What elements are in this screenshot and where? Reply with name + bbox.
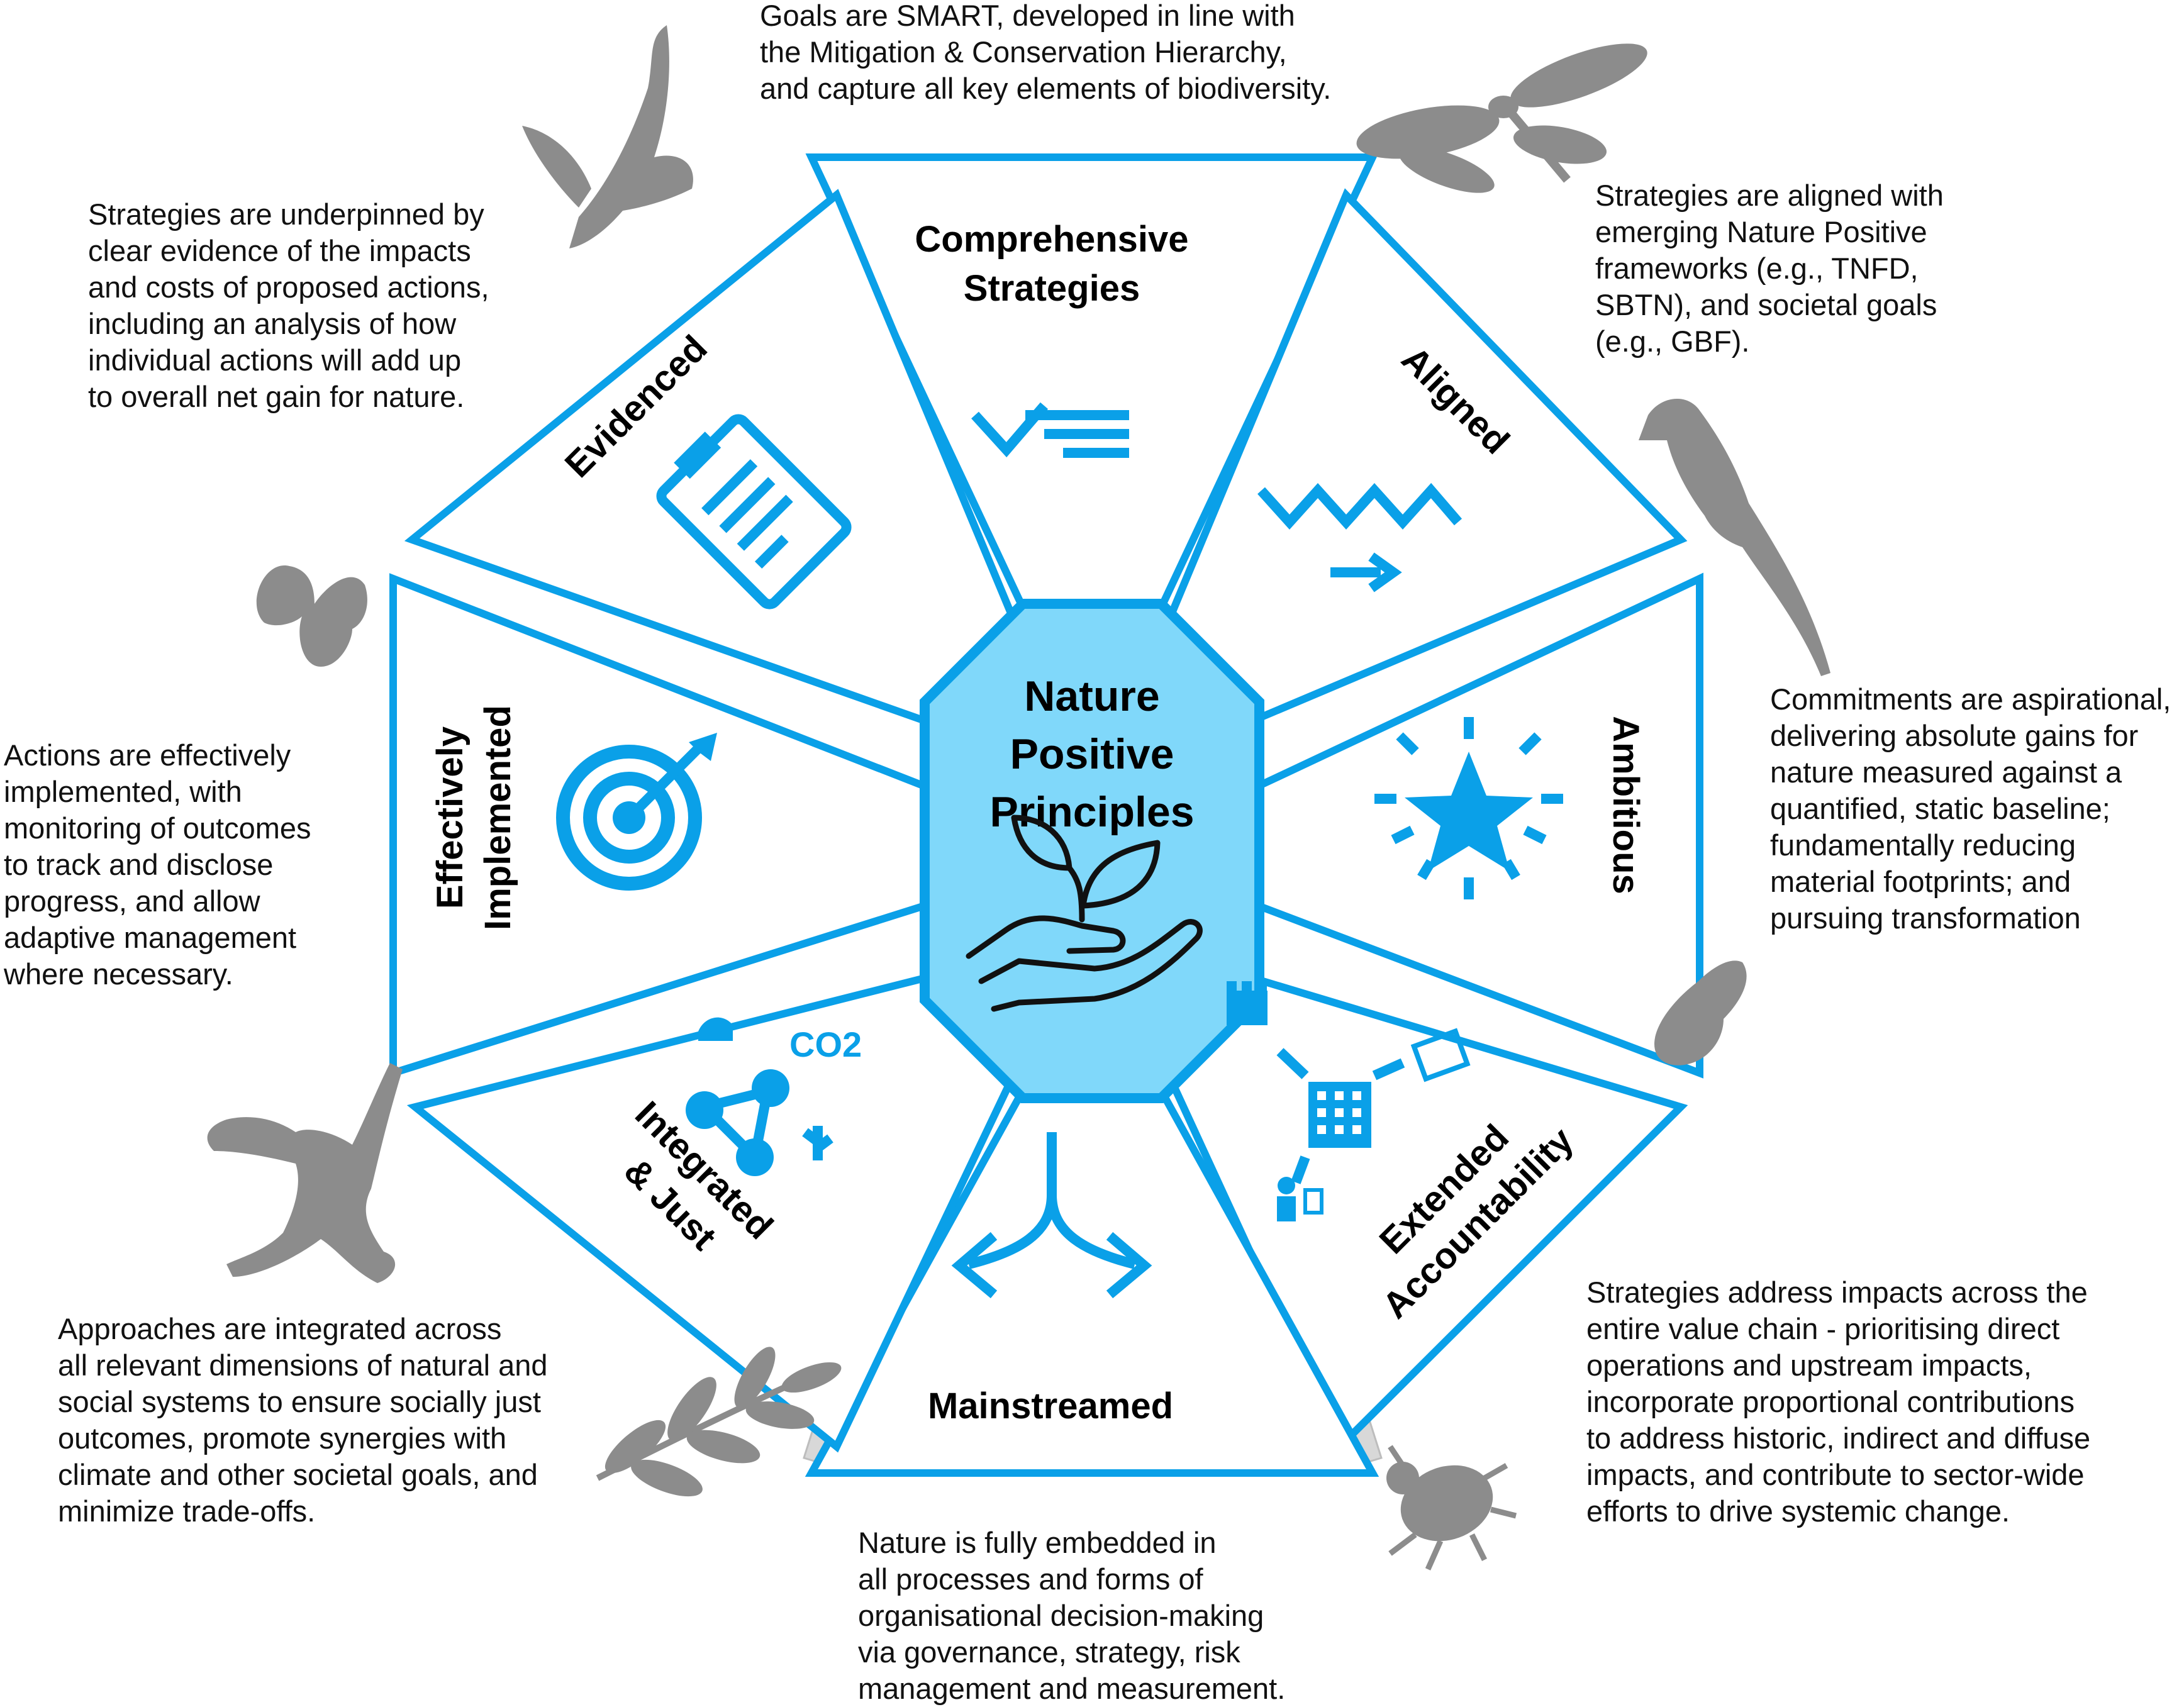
butterfly-silhouette-right: [1654, 960, 1747, 1065]
description-extended: Strategies address impacts across the en…: [1586, 1276, 2091, 1528]
center-title-line1: Nature: [1024, 672, 1159, 720]
star-burst-icon: [1374, 717, 1563, 899]
bird-silhouette: [522, 25, 693, 248]
label-mainstreamed: Mainstreamed: [928, 1386, 1173, 1426]
leaf-branch-silhouette: [596, 1347, 842, 1497]
zigzag-arrow-icon: [1257, 482, 1462, 592]
label-implemented-line1: Effectively: [430, 726, 471, 909]
description-integrated: Approaches are integrated across all rel…: [58, 1312, 548, 1528]
butterfly-silhouette-left: [256, 565, 367, 667]
center-octagon: [920, 599, 1264, 1103]
label-ambitious: Ambitious: [1605, 716, 1646, 894]
dragonfly-silhouette: [1356, 43, 1647, 193]
description-comprehensive: Goals are SMART, developed in line with …: [760, 0, 1332, 105]
label-implemented-line2: Implemented: [477, 705, 518, 930]
monkey-silhouette: [207, 1063, 403, 1283]
description-implemented: Actions are effectively implemented, wit…: [4, 738, 311, 991]
hand-seedling-icon: [966, 815, 1203, 1012]
checklist-icon: [971, 402, 1129, 458]
description-evidenced: Strategies are underpinned by clear evid…: [88, 197, 489, 413]
label-comprehensive-line1: Comprehensive: [915, 219, 1188, 260]
network-co2-icon: CO2: [686, 1017, 862, 1176]
principle-segments: [389, 153, 1703, 1477]
branching-arrows-icon: [951, 1132, 1152, 1299]
description-aligned: Strategies are aligned with emerging Nat…: [1595, 179, 1944, 358]
cardinal-silhouette: [1639, 398, 1830, 676]
value-chain-icon: [1227, 981, 1471, 1221]
center-title-line3: Principles: [989, 788, 1194, 836]
description-mainstreamed: Nature is fully embedded in all processe…: [858, 1526, 1286, 1705]
co2-label: CO2: [789, 1025, 862, 1064]
clipboard-icon: [656, 414, 852, 609]
center-title-line2: Positive: [1010, 730, 1174, 778]
target-icon: [556, 733, 717, 891]
description-ambitious: Commitments are aspirational, delivering…: [1770, 682, 2171, 935]
label-comprehensive-line2: Strategies: [964, 268, 1140, 309]
beetle-silhouette: [1386, 1445, 1517, 1571]
